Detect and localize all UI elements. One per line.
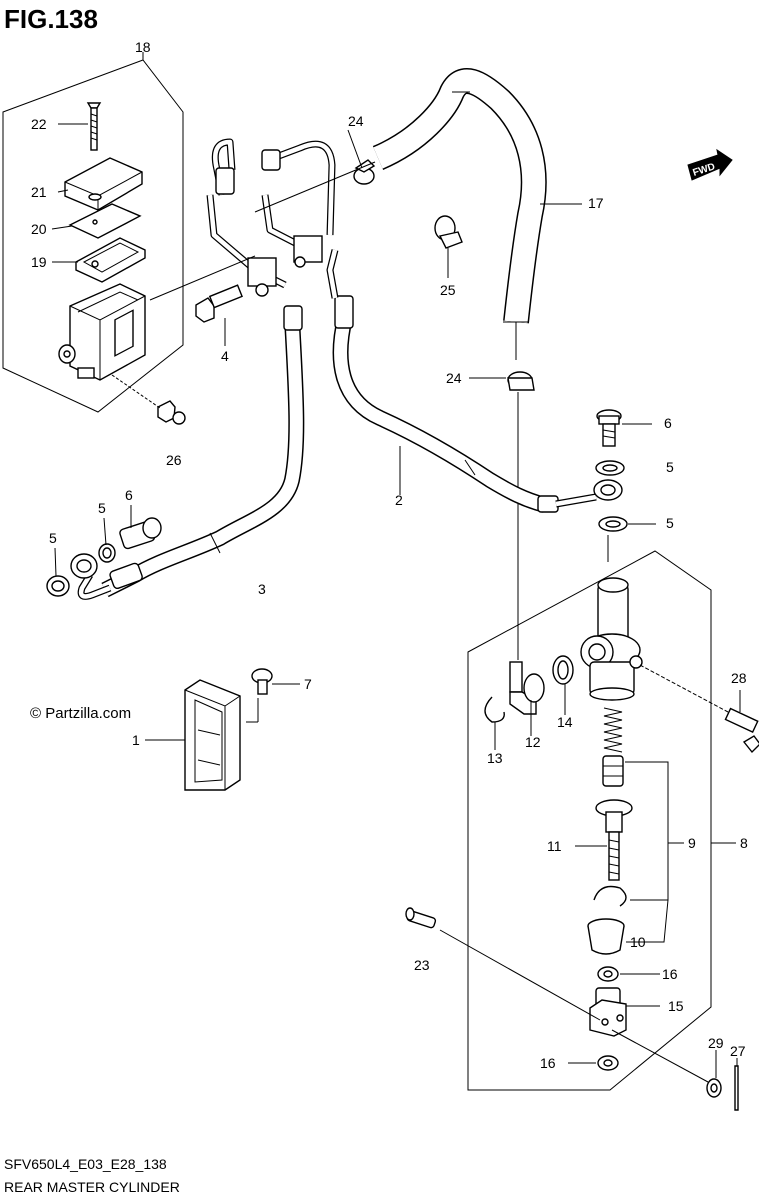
callout-6-left: 6	[125, 487, 133, 503]
callout-4: 4	[221, 348, 229, 364]
callout-22: 22	[31, 116, 47, 132]
brake-pipe-upper[interactable]	[206, 138, 336, 297]
callout-5-left-a: 5	[98, 500, 106, 516]
union-bolt-right[interactable]	[596, 409, 622, 447]
callout-2: 2	[395, 492, 403, 508]
union-bolt-left[interactable]	[119, 517, 162, 550]
piston-cup-set[interactable]	[602, 755, 624, 787]
hose-clip-lower[interactable]	[507, 371, 535, 391]
watermark-text: © Partzilla.com	[30, 705, 131, 722]
callout-5-left-b: 5	[49, 530, 57, 546]
callout-23: 23	[414, 957, 430, 973]
callout-29: 29	[708, 1035, 724, 1051]
reservoir-cap-screw[interactable]	[86, 102, 102, 151]
callout-21: 21	[31, 184, 47, 200]
callout-12: 12	[525, 734, 541, 750]
callout-16-lower: 16	[540, 1055, 556, 1071]
push-rod-circlip[interactable]	[593, 885, 627, 907]
callout-9: 9	[688, 835, 696, 851]
callout-20: 20	[31, 221, 47, 237]
master-cylinder-outline	[467, 550, 712, 1091]
sealing-washer-right-b[interactable]	[598, 516, 628, 532]
reservoir-plate[interactable]	[68, 203, 142, 239]
callout-6-right: 6	[664, 415, 672, 431]
callout-8: 8	[740, 835, 748, 851]
callout-14: 14	[557, 714, 573, 730]
sealing-washer-left-a[interactable]	[98, 543, 116, 563]
callout-7: 7	[304, 676, 312, 692]
reservoir-body[interactable]	[58, 283, 146, 381]
brake-hose-right[interactable]	[326, 249, 623, 513]
piston-spring[interactable]	[603, 707, 623, 753]
model-code: SFV650L4_E03_E28_138	[4, 1156, 167, 1172]
sealing-washer-left-b[interactable]	[46, 575, 70, 597]
union-bolt-pipe[interactable]	[195, 284, 243, 323]
figure-title: FIG.138	[4, 4, 98, 34]
master-cylinder-cover[interactable]	[184, 679, 241, 791]
banjo-fitting-left[interactable]	[70, 553, 98, 579]
push-rod-boot[interactable]	[587, 918, 625, 955]
forward-direction-indicator: FWD	[687, 148, 733, 181]
cotter-pin[interactable]	[734, 1065, 739, 1111]
clevis-pin[interactable]	[405, 907, 437, 929]
reservoir-hose[interactable]	[372, 68, 547, 360]
reservoir-mount-bolt[interactable]	[157, 400, 186, 425]
callout-25: 25	[440, 282, 456, 298]
reservoir-assembly-group	[2, 52, 186, 425]
callout-24-upper: 24	[348, 113, 364, 129]
callout-1: 1	[132, 732, 140, 748]
callout-16-upper: 16	[662, 966, 678, 982]
inlet-o-ring[interactable]	[552, 655, 574, 685]
hose-clip[interactable]	[434, 215, 463, 249]
lock-nut-upper[interactable]	[597, 966, 619, 982]
callout-24-lower: 24	[446, 370, 462, 386]
callout-11: 11	[547, 838, 562, 854]
figure-caption: REAR MASTER CYLINDER	[4, 1179, 180, 1195]
clevis-washer[interactable]	[706, 1078, 722, 1098]
sealing-washer-right-a[interactable]	[595, 460, 625, 476]
callout-27: 27	[730, 1043, 746, 1059]
callout-18: 18	[135, 39, 151, 55]
master-cylinder-mount-bolt[interactable]	[724, 707, 759, 754]
reservoir-diaphragm[interactable]	[75, 237, 146, 283]
inlet-circlip[interactable]	[484, 696, 505, 723]
callout-10: 10	[630, 934, 646, 950]
callout-28: 28	[731, 670, 747, 686]
master-cylinder-body[interactable]	[580, 577, 643, 701]
reservoir-cap[interactable]	[64, 157, 143, 211]
callout-19: 19	[31, 254, 47, 270]
callout-5-right-b: 5	[666, 515, 674, 531]
push-rod[interactable]	[595, 799, 633, 881]
brake-hose-left[interactable]	[77, 305, 305, 600]
clevis[interactable]	[589, 987, 627, 1037]
callout-26: 26	[166, 452, 182, 468]
callout-15: 15	[668, 998, 684, 1014]
callout-17: 17	[588, 195, 604, 211]
inlet-connector[interactable]	[509, 661, 545, 715]
callout-3: 3	[258, 581, 266, 597]
master-cylinder-group	[467, 550, 759, 1091]
lock-nut-lower[interactable]	[597, 1055, 619, 1071]
callout-13: 13	[487, 750, 503, 766]
cover-screw[interactable]	[251, 668, 273, 695]
callout-5-right-a: 5	[666, 459, 674, 475]
